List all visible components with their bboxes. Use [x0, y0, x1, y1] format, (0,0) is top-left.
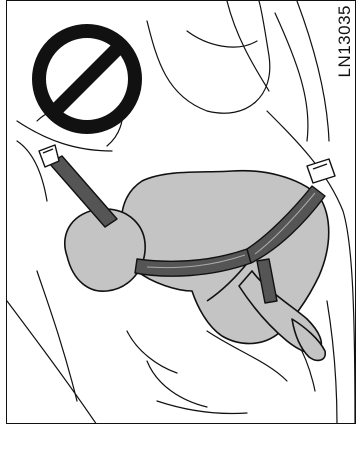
seatbelt-misuse-illustration	[7, 1, 356, 424]
figure-code-label: LN13035	[336, 5, 353, 78]
figure-frame: LN13035	[6, 0, 356, 424]
prohibition-sign-icon	[39, 31, 135, 127]
